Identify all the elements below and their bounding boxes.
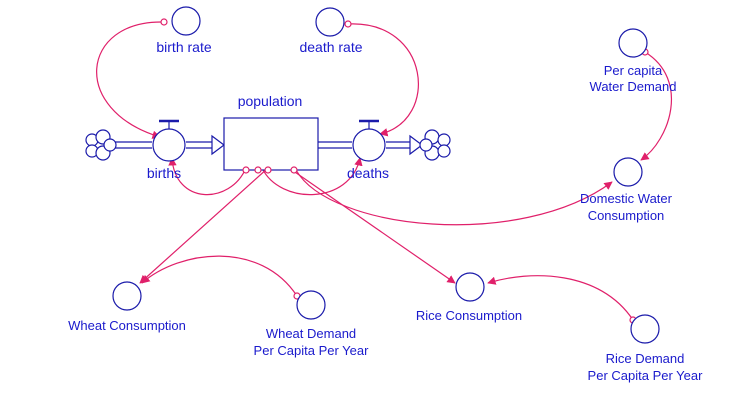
label-domestic-water-consumption-1: Domestic Water [580, 191, 673, 206]
label-wheat-demand-2: Per Capita Per Year [254, 343, 370, 358]
aux-rice-demand[interactable] [630, 314, 660, 344]
link-wheatdemand-wheat [141, 255, 298, 297]
aux-death-rate[interactable] [315, 7, 345, 37]
link-percapita-domestic [640, 51, 672, 161]
link-deathrate-deaths [347, 23, 419, 137]
link-ricedemand-rice [487, 275, 634, 321]
link-origin-dot [160, 18, 168, 26]
link-population-deaths [261, 157, 363, 196]
link-population-domestic-water [295, 169, 613, 226]
label-domestic-water-consumption-2: Consumption [588, 208, 665, 223]
aux-rice-consumption[interactable] [455, 272, 485, 302]
label-population: population [238, 93, 303, 109]
label-death-rate: death rate [299, 39, 362, 55]
stock-link-origins [242, 166, 298, 174]
link-population-wheat [139, 167, 269, 284]
link-birthrate-births [96, 21, 165, 139]
valve-births[interactable] [152, 119, 186, 162]
auxiliary-variables [112, 6, 660, 344]
outflow-arrowhead [409, 134, 423, 156]
aux-domestic-water-consumption[interactable] [613, 157, 643, 187]
valve-deaths[interactable] [352, 119, 386, 162]
link-population-rice [291, 169, 456, 284]
label-per-capita-water-demand-1: Per capita [604, 63, 663, 78]
label-per-capita-water-demand-2: Water Demand [590, 79, 677, 94]
label-rice-demand-1: Rice Demand [606, 351, 685, 366]
label-rice-consumption: Rice Consumption [416, 308, 522, 323]
label-births: births [147, 165, 181, 181]
label-rice-demand-2: Per Capita Per Year [588, 368, 704, 383]
stock-population[interactable] [223, 117, 319, 171]
label-birth-rate: birth rate [156, 39, 211, 55]
link-population-births [168, 157, 247, 196]
aux-wheat-demand[interactable] [296, 290, 326, 320]
flow-pipes [115, 134, 423, 156]
link-origin-dot [344, 20, 352, 28]
label-wheat-consumption: Wheat Consumption [68, 318, 186, 333]
cloud-icon [85, 129, 117, 161]
cloud-icon [419, 129, 451, 161]
inflow-arrowhead [211, 134, 225, 156]
label-deaths: deaths [347, 165, 389, 181]
label-wheat-demand-1: Wheat Demand [266, 326, 356, 341]
aux-birth-rate[interactable] [171, 6, 201, 36]
aux-wheat-consumption[interactable] [112, 281, 142, 311]
aux-per-capita-water-demand[interactable] [618, 28, 648, 58]
